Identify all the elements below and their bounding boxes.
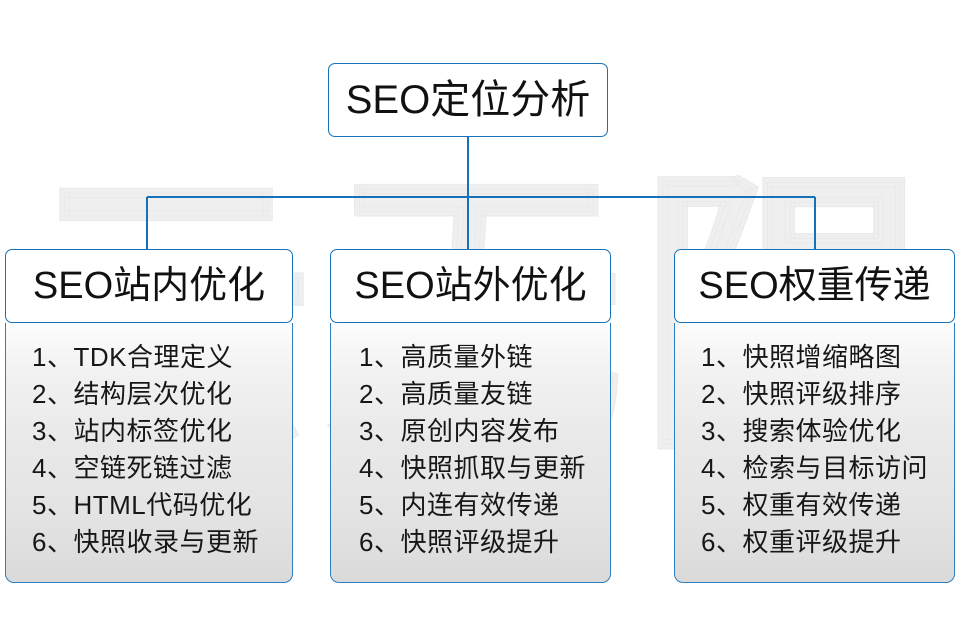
column-list-seo-weight: 1、快照增缩略图 2、快照评级排序 3、搜索体验优化 4、检索与目标访问 5、权… — [675, 339, 954, 560]
column-title: SEO权重传递 — [698, 265, 931, 307]
column-header-seo-on-page[interactable]: SEO站内优化 — [5, 249, 293, 323]
column-seo-on-page: SEO站内优化 1、TDK合理定义 2、结构层次优化 3、站内标签优化 4、空链… — [5, 249, 293, 584]
list-item: 4、快照抓取与更新 — [359, 452, 586, 483]
list-item: 5、HTML代码优化 — [32, 489, 253, 520]
column-body-seo-on-page: 1、TDK合理定义 2、结构层次优化 3、站内标签优化 4、空链死链过滤 5、H… — [5, 323, 293, 584]
list-item: 5、权重有效传递 — [701, 489, 902, 520]
list-item: 5、内连有效传递 — [359, 489, 560, 520]
root-node-title: SEO定位分析 — [345, 78, 591, 122]
column-body-seo-weight: 1、快照增缩略图 2、快照评级排序 3、搜索体验优化 4、检索与目标访问 5、权… — [674, 323, 955, 584]
column-list-seo-off-page: 1、高质量外链 2、高质量友链 3、原创内容发布 4、快照抓取与更新 5、内连有… — [331, 339, 610, 560]
list-item: 3、站内标签优化 — [32, 415, 233, 446]
list-item: 1、高质量外链 — [359, 342, 533, 372]
list-item: 4、检索与目标访问 — [701, 452, 928, 483]
list-item: 2、快照评级排序 — [701, 378, 902, 409]
list-item: 2、结构层次优化 — [32, 378, 233, 409]
list-item: 6、快照收录与更新 — [32, 526, 259, 557]
root-node[interactable]: SEO定位分析 — [328, 63, 608, 137]
column-body-seo-off-page: 1、高质量外链 2、高质量友链 3、原创内容发布 4、快照抓取与更新 5、内连有… — [330, 323, 611, 584]
list-item: 1、快照增缩略图 — [701, 342, 902, 372]
list-item: 3、搜索体验优化 — [701, 415, 902, 446]
column-header-seo-off-page[interactable]: SEO站外优化 — [330, 249, 611, 323]
column-header-seo-weight[interactable]: SEO权重传递 — [674, 249, 955, 323]
column-list-seo-on-page: 1、TDK合理定义 2、结构层次优化 3、站内标签优化 4、空链死链过滤 5、H… — [6, 339, 292, 560]
list-item: 1、TDK合理定义 — [32, 342, 233, 372]
list-item: 4、空链死链过滤 — [32, 452, 233, 483]
column-seo-off-page: SEO站外优化 1、高质量外链 2、高质量友链 3、原创内容发布 4、快照抓取与… — [330, 249, 611, 584]
list-item: 6、权重评级提升 — [701, 526, 902, 557]
column-seo-weight: SEO权重传递 1、快照增缩略图 2、快照评级排序 3、搜索体验优化 4、检索与… — [674, 249, 955, 584]
list-item: 6、快照评级提升 — [359, 526, 560, 557]
list-item: 2、高质量友链 — [359, 378, 533, 409]
list-item: 3、原创内容发布 — [359, 415, 560, 446]
column-title: SEO站外优化 — [354, 265, 587, 307]
column-title: SEO站内优化 — [32, 265, 266, 307]
